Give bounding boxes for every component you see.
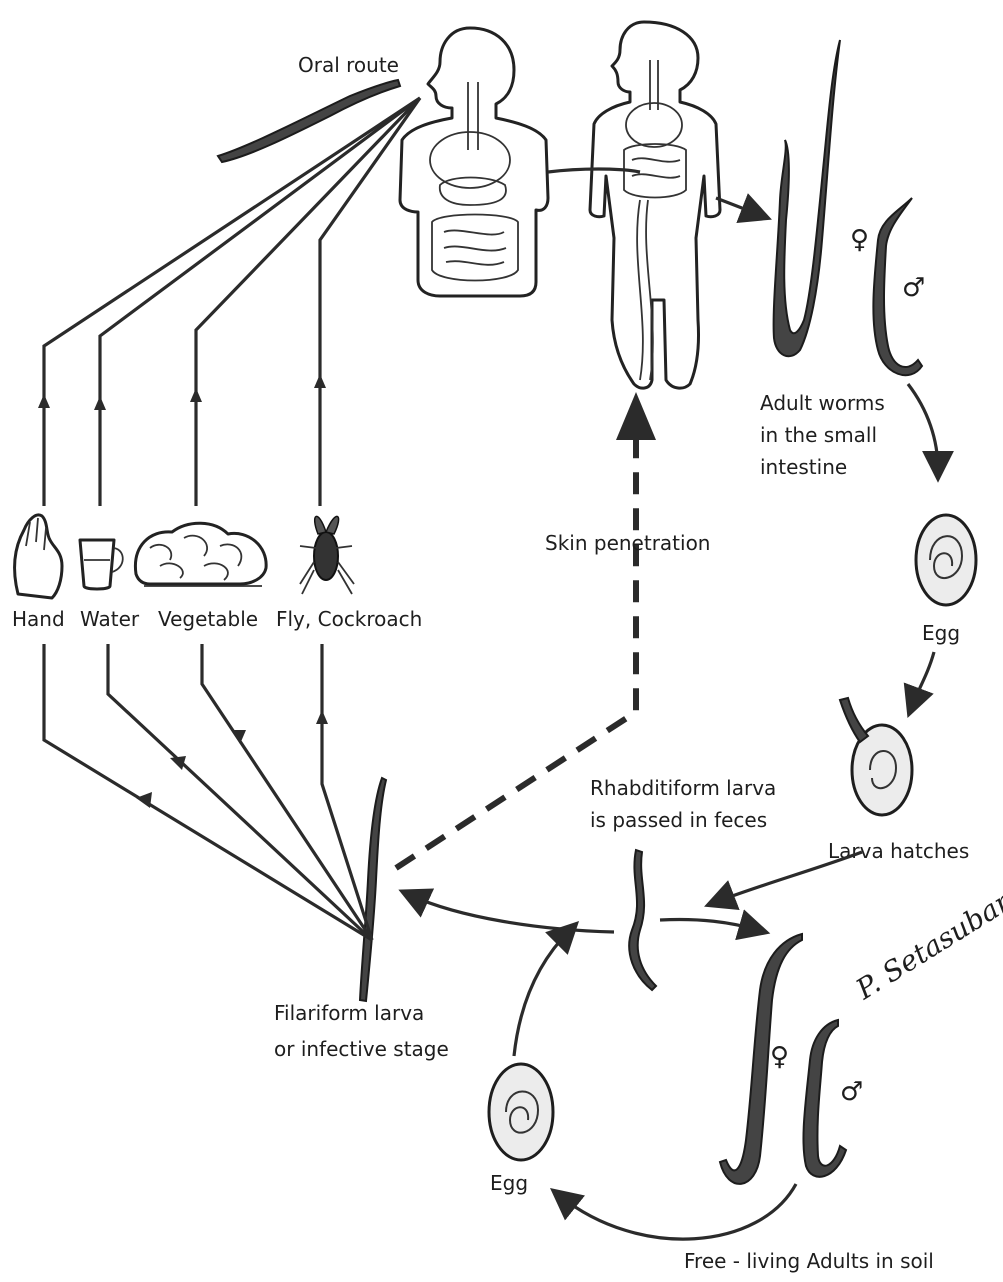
organs-oral [430,82,518,281]
human-figure-oral [400,28,548,296]
rhabditiform-to-filariform-arrow [410,895,614,932]
filariform-larva [360,778,386,1001]
rhabditiform-to-free-living-arrow [660,919,758,930]
free-living-label: Free - living Adults in soil [684,1249,934,1273]
hand-icon [15,515,62,598]
rhabditiform-label-line1: Rhabditiform larva [590,776,776,800]
water-label: Water [80,607,140,631]
egg-to-hatch-arrow [912,652,934,706]
free-living-female-worm [720,934,802,1184]
human-figure-skin [590,22,720,388]
hand-label: Hand [12,607,65,631]
adult-worms-label-line3: intestine [760,455,847,479]
egg-top [916,515,976,605]
oral-route-label: Oral route [298,53,399,77]
egg-to-rhabditiform-arrow [514,930,570,1056]
skin-to-adults-arrow [716,198,760,215]
organs-skin [624,60,686,380]
hatch-to-rhabditiform-arrow [716,852,862,902]
adults-to-egg-arrow [908,384,938,470]
rhabditiform-larva [629,850,656,990]
adult-worms-intestine: ♀ ♂ [774,40,926,375]
free-living-to-egg-arrow [560,1184,796,1239]
vegetable-icon [135,523,266,586]
artist-signature: P. Setasuban [849,883,1003,1007]
fly-icon [300,516,354,594]
intestine-to-adults-line [548,169,640,172]
egg-bottom-label: Egg [490,1171,528,1195]
filariform-label-line2: or infective stage [274,1037,449,1061]
female-symbol-bottom: ♀ [770,1042,789,1072]
male-symbol-bottom: ♂ [840,1077,863,1107]
egg-bottom [489,1064,553,1160]
female-symbol-top: ♀ [850,225,869,255]
skin-penetration-label: Skin penetration [545,531,710,555]
adult-worms-label-line1: Adult worms [760,391,885,415]
skin-penetration-route [396,440,636,868]
adult-worms-label-line2: in the small [760,423,877,447]
egg-top-label: Egg [922,621,960,645]
oral-transmission-lines [38,98,420,940]
oral-route-larva [218,80,400,162]
fly-cockroach-label: Fly, Cockroach [276,607,422,631]
male-symbol-top: ♂ [902,273,925,303]
free-living-adults: ♀ ♂ [720,934,863,1184]
filariform-label-line1: Filariform larva [274,1001,424,1025]
larva-hatches-label: Larva hatches [828,839,969,863]
rhabditiform-label-line2: is passed in feces [590,808,767,832]
adult-female-worm-top [774,40,840,356]
water-glass-icon [80,540,123,589]
larva-hatching-egg [840,698,912,815]
skin-penetration-arrowhead [616,392,656,440]
vegetable-label: Vegetable [158,607,258,631]
